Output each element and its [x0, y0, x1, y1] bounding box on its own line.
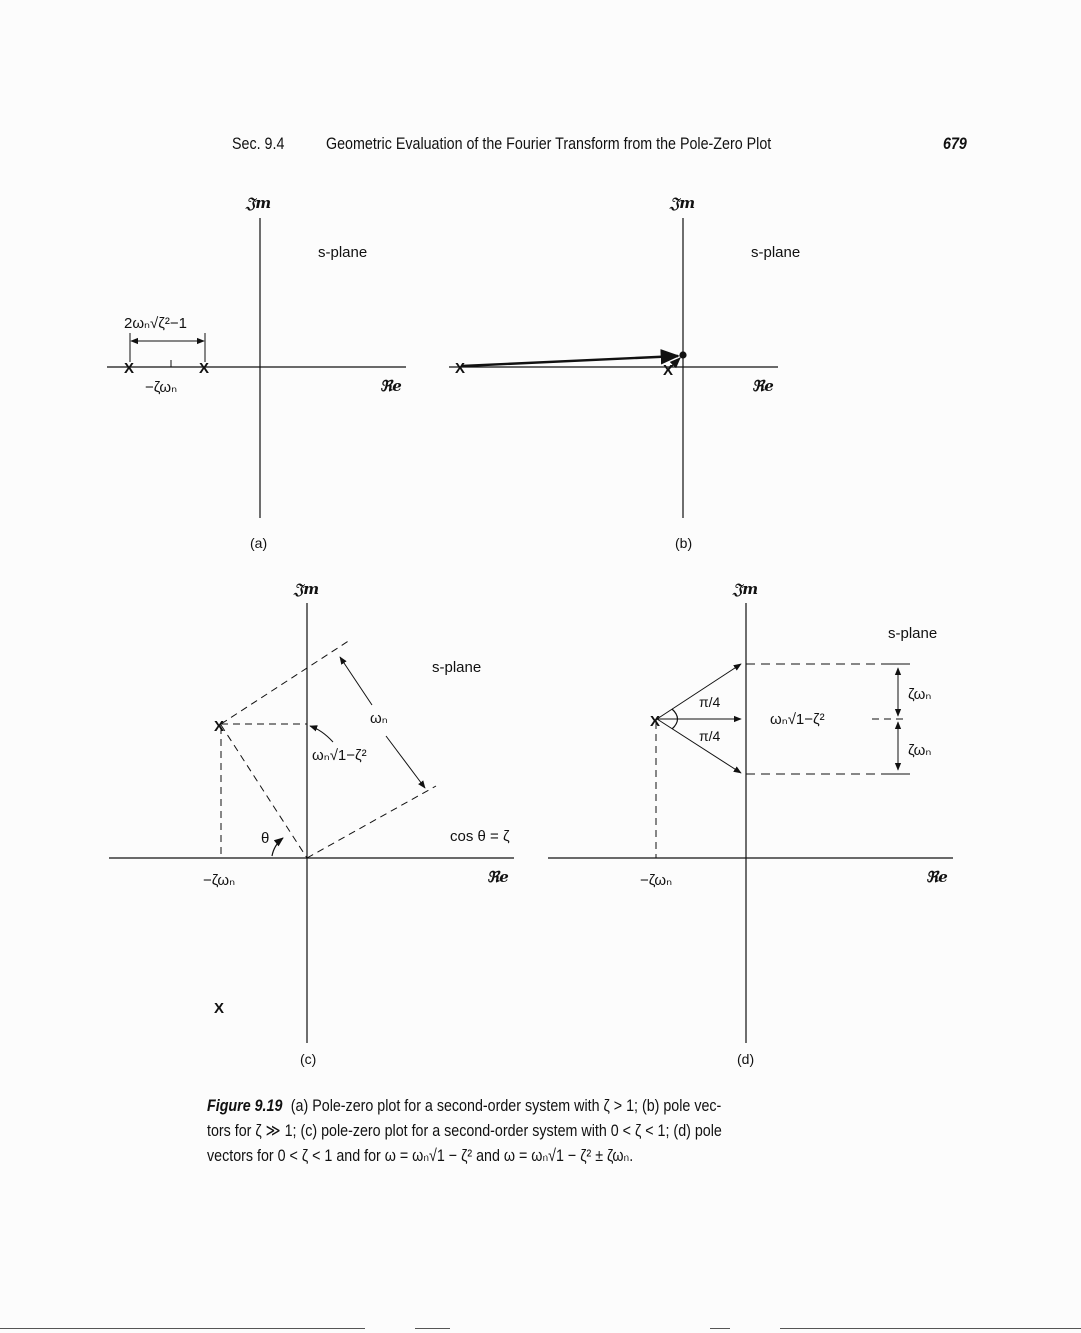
re-axis-label-c: ℜe — [487, 868, 509, 886]
im-axis-label-d: 𝔍m — [732, 580, 758, 598]
panel-label-d: (d) — [737, 1051, 754, 1067]
bottom-rule-mid — [415, 1328, 450, 1329]
panel-d: 𝔍m ℜe s-plane X π/4 π/4 ωₙ√1−ζ² ζωₙ ζωₙ … — [548, 580, 953, 1067]
re-axis-label-d: ℜe — [926, 868, 948, 886]
im-axis-label-c: 𝔍m — [293, 580, 319, 598]
width-label-a: 2ωₙ√ζ²−1 — [124, 315, 187, 332]
panel-label-c: (c) — [300, 1051, 316, 1067]
caption-lead: Figure 9.19 — [207, 1096, 283, 1115]
im-axis-label-a: 𝔍m — [245, 194, 271, 212]
pole-vector-near-b — [667, 357, 681, 371]
omega-d-label-d: ωₙ√1−ζ² — [770, 711, 825, 728]
pole-far-b: X — [455, 360, 465, 377]
s-plane-label-c: s-plane — [432, 659, 481, 676]
s-plane-label-a: s-plane — [318, 244, 367, 261]
zeta-upper-label-d: ζωₙ — [908, 686, 931, 703]
evaluation-point-b — [679, 351, 687, 359]
panel-b: 𝔍m ℜe s-plane X X (b) — [449, 194, 800, 551]
vector-lower-d — [656, 718, 742, 774]
omega-d-label-c: ωₙ√1−ζ² — [312, 747, 367, 764]
panel-label-a: (a) — [250, 535, 267, 551]
theta-arc-c — [271, 837, 284, 857]
caption-line-2: tors for ζ ≫ 1; (c) pole-zero plot for a… — [207, 1121, 722, 1140]
figure-caption: Figure 9.19 (a) Pole-zero plot for a seco… — [207, 1093, 946, 1168]
omega-n-arrow-down-c — [385, 735, 426, 789]
pole-near-b: X — [663, 362, 673, 379]
caption-line-1: Figure 9.19 (a) Pole-zero plot for a seco… — [207, 1093, 946, 1118]
pole-vector-far-b — [461, 349, 680, 368]
center-label-c: −ζωₙ — [203, 872, 235, 889]
section-number: Sec. 9.4 — [232, 134, 285, 153]
bottom-rule-right — [780, 1328, 1081, 1329]
angle-upper-label-d: π/4 — [699, 694, 721, 710]
re-axis-label-a: ℜe — [380, 377, 402, 395]
angle-lower-label-d: π/4 — [699, 728, 721, 744]
pole-lower-c: X — [214, 1000, 224, 1017]
cos-theta-label-c: cos θ = ζ — [450, 828, 510, 845]
extension-lower-dashed-c — [306, 785, 437, 859]
s-plane-label-d: s-plane — [888, 625, 937, 642]
bottom-rule-left — [0, 1328, 365, 1329]
angle-arc-d — [671, 708, 679, 730]
center-label-a: −ζωₙ — [145, 379, 177, 396]
caption-line-1-text: (a) Pole-zero plot for a second-order sy… — [290, 1096, 722, 1115]
s-plane-label-b: s-plane — [751, 244, 800, 261]
panel-label-b: (b) — [675, 535, 692, 551]
radius-dashed-c — [220, 724, 308, 859]
pole-right-a: X — [199, 360, 209, 377]
panel-a: 𝔍m ℜe s-plane X X 2ωₙ√ζ²−1 −ζωₙ (a) — [107, 194, 406, 551]
vector-upper-d — [656, 663, 742, 720]
running-header: Sec. 9.4 Geometric Evaluation of the Fou… — [0, 134, 1081, 156]
caption-line-3: vectors for 0 < ζ < 1 and for ω = ωₙ√1 −… — [207, 1146, 634, 1165]
omega-d-pointer-c — [309, 725, 334, 743]
pole-left-a: X — [124, 360, 134, 377]
re-axis-label-b: ℜe — [752, 377, 774, 395]
center-label-d: −ζωₙ — [640, 872, 672, 889]
pole-upper-c: X — [214, 718, 224, 735]
extension-upper-dashed-c — [220, 639, 351, 725]
im-axis-label-b: 𝔍m — [669, 194, 695, 212]
page-number: 679 — [943, 134, 967, 153]
theta-label-c: θ — [261, 830, 269, 847]
running-title: Geometric Evaluation of the Fourier Tran… — [326, 134, 772, 153]
bottom-rule-small — [710, 1328, 730, 1329]
pole-d: X — [650, 713, 660, 730]
omega-n-label-c: ωₙ — [370, 710, 388, 727]
panel-c: 𝔍m ℜe s-plane X X ωₙ ωₙ√1−ζ² θ cos θ = ζ… — [109, 580, 514, 1067]
omega-n-arrow-up-c — [339, 656, 373, 706]
zeta-lower-label-d: ζωₙ — [908, 742, 931, 759]
